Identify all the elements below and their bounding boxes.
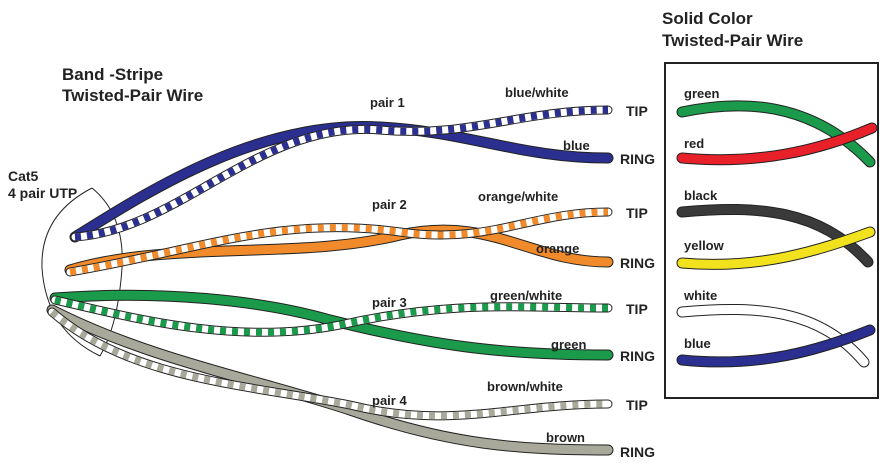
solid-red-wire xyxy=(676,122,878,166)
solid-green-label: green xyxy=(684,86,719,101)
pair-1-label: pair 1 xyxy=(370,95,405,110)
pair-4-ring-color-label: brown xyxy=(546,430,585,445)
solid-white-label: white xyxy=(683,288,717,303)
solid-color-title-line2: Twisted-Pair Wire xyxy=(662,31,803,50)
pair-3-tip-color-label: green/white xyxy=(490,288,562,303)
solid-yellow-wire xyxy=(676,226,876,270)
pair-1-ring-label: RING xyxy=(620,151,655,167)
solid-red-label: red xyxy=(684,136,704,151)
pair-4-label: pair 4 xyxy=(372,393,407,408)
cable-label-line2: 4 pair UTP xyxy=(8,185,77,201)
pair-1-ring-color-label: blue xyxy=(563,138,590,153)
pair-2-tip-label: TIP xyxy=(626,205,648,221)
pair-1-tip-color-label: blue/white xyxy=(505,85,569,100)
pair-3-ring-label: RING xyxy=(620,348,655,364)
solid-blue-label: blue xyxy=(684,336,711,351)
pair-2-label: pair 2 xyxy=(372,197,407,212)
band-stripe-title-line2: Twisted-Pair Wire xyxy=(62,86,203,105)
pair-4-ring-label: RING xyxy=(620,444,655,460)
cable-label-line1: Cat5 xyxy=(8,168,39,184)
pair-1-wires xyxy=(69,105,614,243)
pair-1-tip-label: TIP xyxy=(626,103,648,119)
pair-3-wires xyxy=(49,289,614,361)
pair-3-tip-label: TIP xyxy=(626,301,648,317)
pair-3-ring-color-label: green xyxy=(551,337,586,352)
solid-black-label: black xyxy=(684,188,718,203)
pair-2-ring-color-label: orange xyxy=(536,241,579,256)
solid-color-title-line1: Solid Color xyxy=(662,9,753,28)
pair-4-tip-color-label: brown/white xyxy=(487,379,563,394)
pair-4-wires xyxy=(46,304,614,456)
pair-2-ring-label: RING xyxy=(620,255,655,271)
pair-3-label: pair 3 xyxy=(372,295,407,310)
solid-white-wire xyxy=(676,304,870,368)
solid-blue-wire xyxy=(676,324,876,368)
pair-2-tip-color-label: orange/white xyxy=(478,189,558,204)
solid-yellow-label: yellow xyxy=(684,238,725,253)
pair-2-wires xyxy=(64,207,614,277)
solid-color-box xyxy=(664,62,879,399)
band-stripe-title-line1: Band -Stripe xyxy=(62,65,163,84)
solid-black-wire xyxy=(676,204,874,268)
pair-4-tip-label: TIP xyxy=(626,397,648,413)
